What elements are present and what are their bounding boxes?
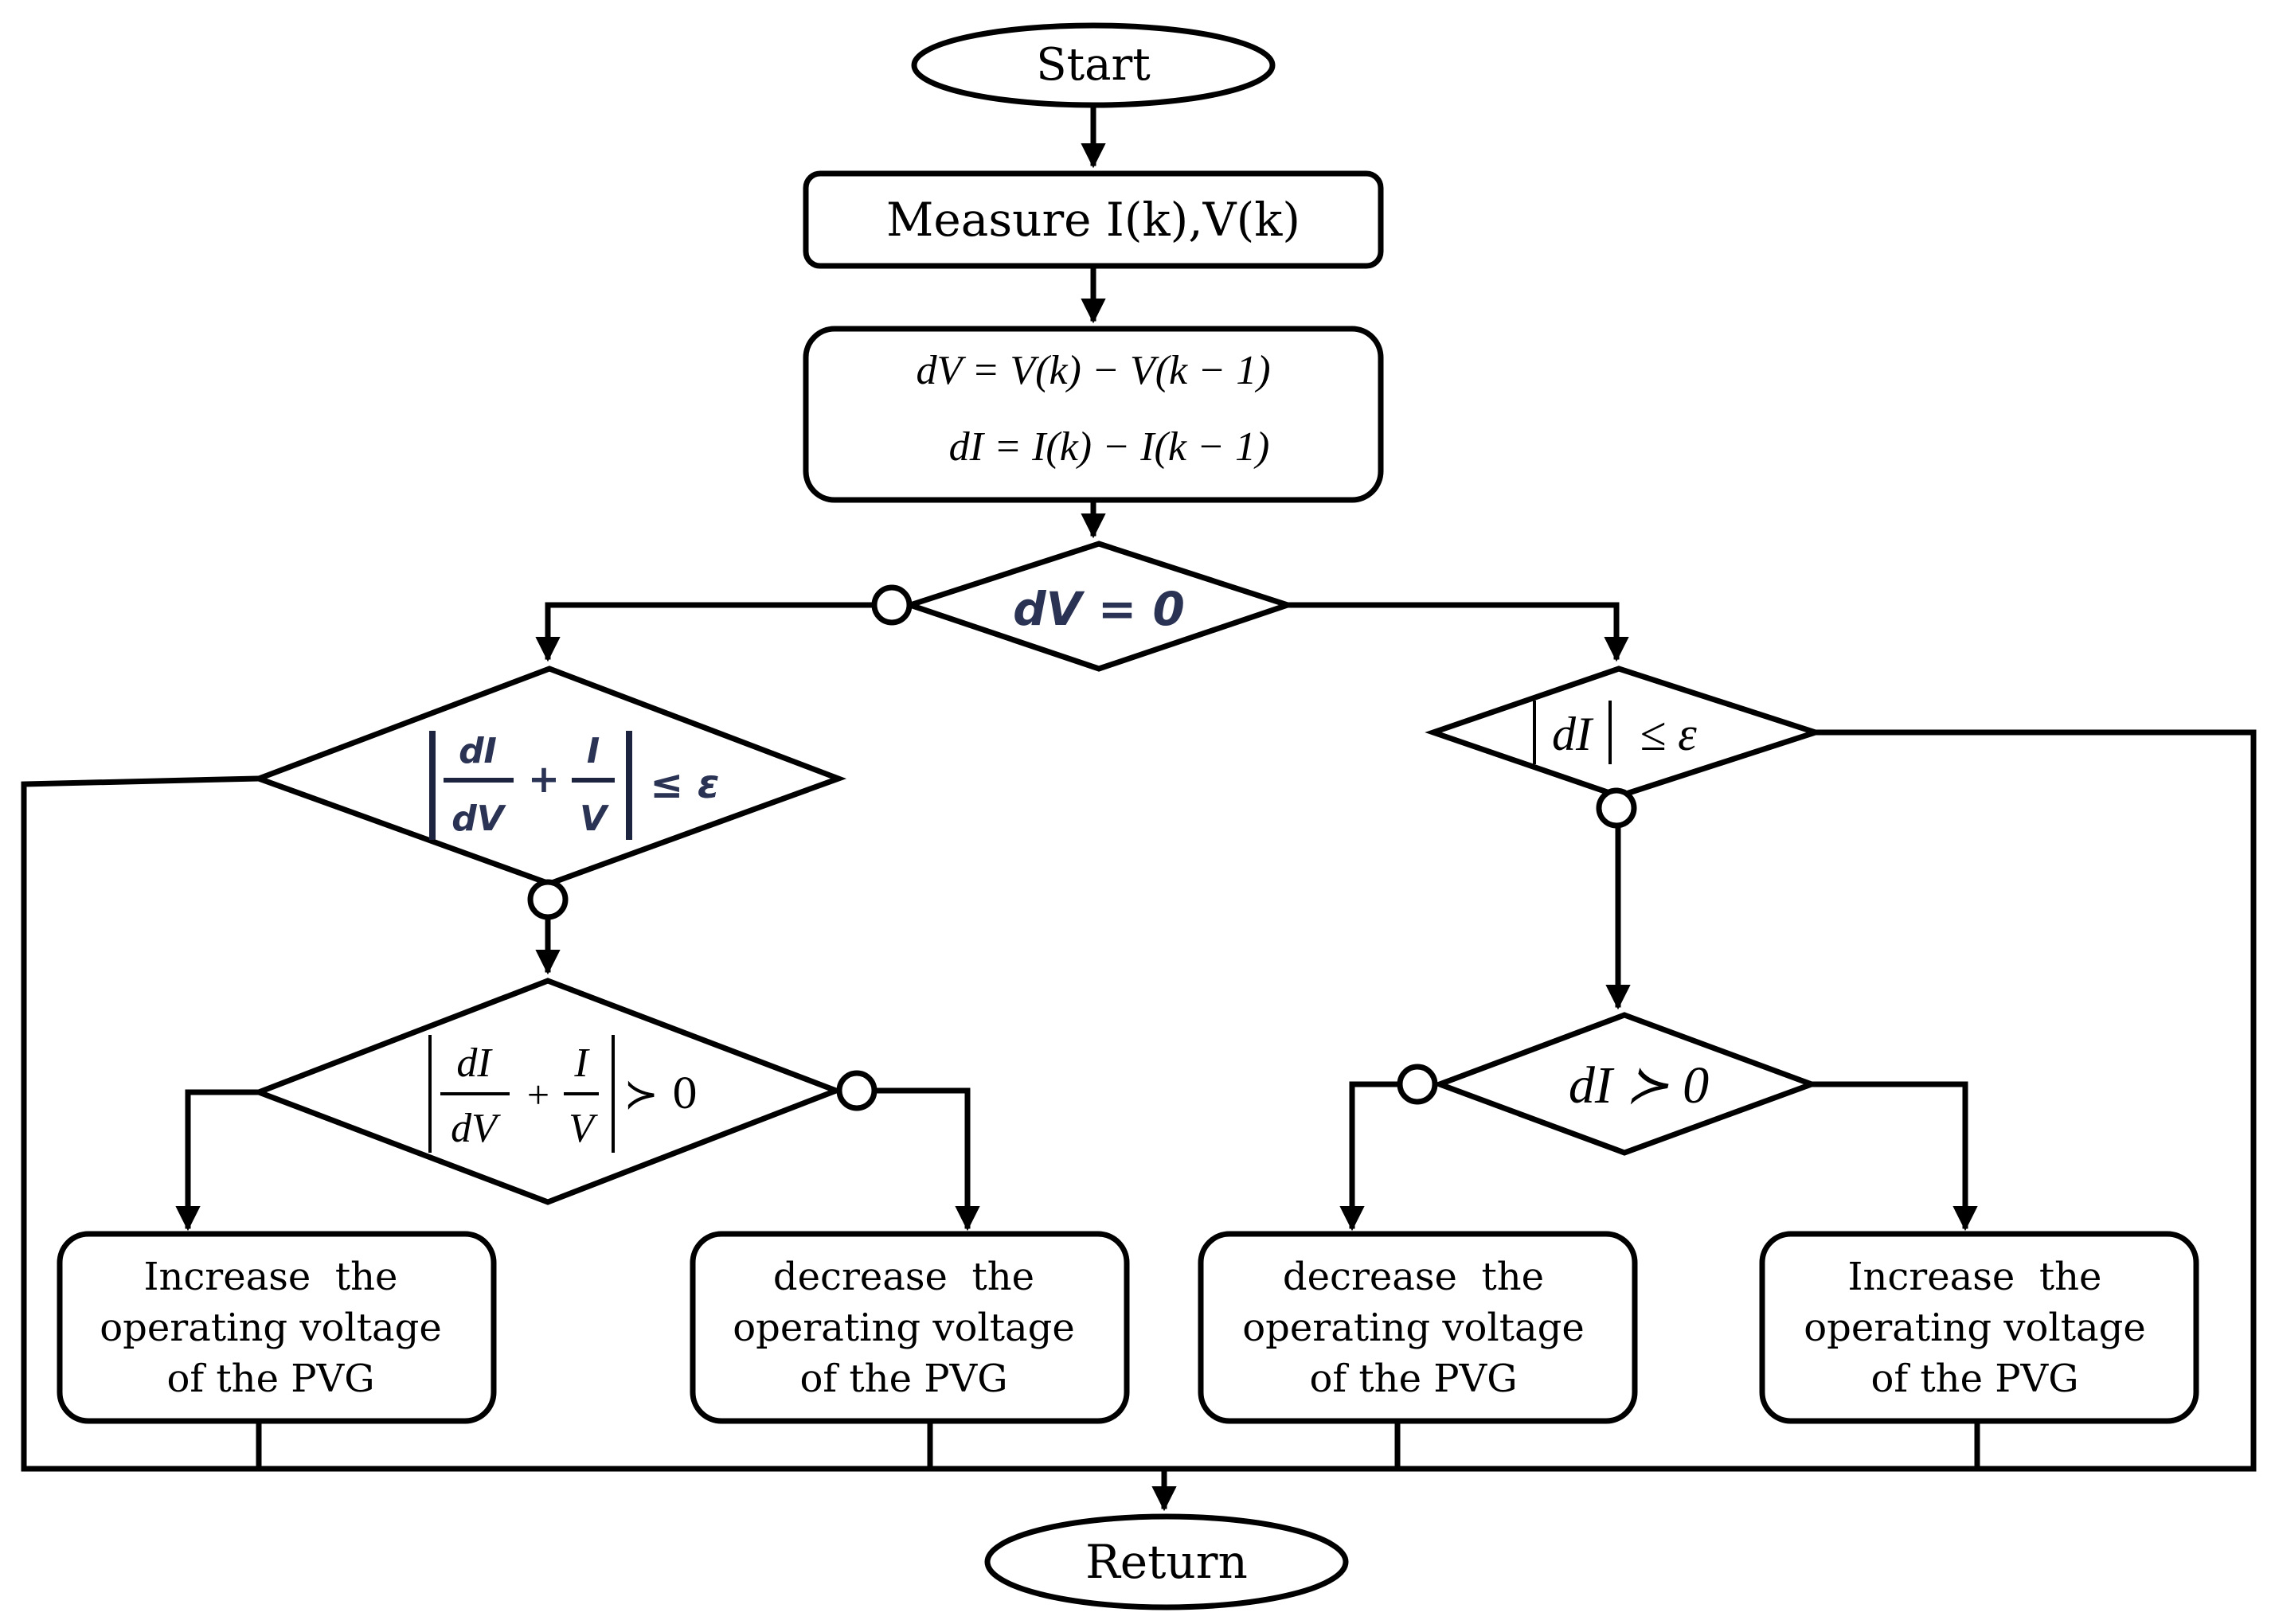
- box3-line1: decrease the: [1283, 1255, 1544, 1299]
- box2-line1: decrease the: [773, 1255, 1034, 1299]
- start-terminal: Start: [911, 22, 1276, 108]
- arrow-dv-zero-right: [1284, 602, 1629, 662]
- plus-sign: +: [528, 757, 560, 802]
- connector-dot-di-abs: [1596, 787, 1637, 829]
- line-di-abs-to-return: [1812, 729, 2257, 1472]
- inc-sign-rel: ≻ 0: [623, 1071, 698, 1118]
- di-sign-label: dI ≻ 0: [1569, 1056, 1709, 1115]
- decision-inc-cond-abs: dI dV + I V ≤ ε: [250, 666, 847, 920]
- measure-process: Measure I(k),V(k): [803, 170, 1384, 269]
- box2-line3: of the PVG: [799, 1357, 1007, 1401]
- box1-line1: Increase the: [144, 1255, 398, 1299]
- frac4-num: I: [573, 1040, 590, 1086]
- line-inc-cond-to-return: [21, 775, 262, 1472]
- box4-line3: of the PVG: [1870, 1357, 2078, 1401]
- arrow-to-box1: [175, 1089, 262, 1232]
- connector-dot-dv-zero: [871, 584, 913, 626]
- compute-process: dV = V(k) − V(k − 1) dI = I(k) − I(k − 1…: [803, 326, 1384, 503]
- box1-line3: of the PVG: [166, 1357, 374, 1401]
- box4-line2: operating voltage: [1804, 1306, 2146, 1350]
- compute-dv-label: dV = V(k) − V(k − 1): [916, 348, 1270, 393]
- arrow-dv-zero-left: [535, 602, 877, 662]
- action-box-2: decrease the operating voltage of the PV…: [690, 1231, 1130, 1424]
- measure-label: Measure I(k),V(k): [886, 193, 1300, 247]
- decision-di-abs: dI ≤ ε: [1425, 666, 1825, 829]
- frac2-num: I: [587, 731, 600, 771]
- arrow-to-box4: [1808, 1081, 1978, 1232]
- di-abs-rel: ≤ ε: [1640, 708, 1697, 760]
- connector-dot-di-sign: [1397, 1064, 1438, 1105]
- decision-di-sign: dI ≻ 0: [1397, 1012, 1820, 1156]
- box4-line1: Increase the: [1848, 1255, 2102, 1299]
- decision-inc-sign: dI dV + I V ≻ 0: [251, 978, 878, 1205]
- frac1-num: dI: [459, 731, 497, 771]
- frac2-den: V: [580, 798, 609, 839]
- frac3-den: dV: [451, 1106, 501, 1151]
- box3-line3: of the PVG: [1309, 1357, 1517, 1401]
- compute-di-label: dI = I(k) − I(k − 1): [949, 424, 1270, 470]
- action-box-4: Increase the operating voltage of the PV…: [1759, 1231, 2199, 1424]
- return-label: Return: [1085, 1535, 1248, 1589]
- connector-dot-inc-sign: [836, 1070, 878, 1111]
- action-box-1: Increase the operating voltage of the PV…: [57, 1231, 497, 1424]
- inc-cond-rel: ≤ ε: [650, 761, 719, 807]
- frac3-num: dI: [456, 1040, 493, 1086]
- box2-line2: operating voltage: [733, 1306, 1075, 1350]
- frac1-den: dV: [451, 798, 506, 839]
- box1-line2: operating voltage: [100, 1306, 442, 1350]
- plus-sign-2: +: [527, 1072, 549, 1117]
- di-abs-label: dI: [1552, 708, 1594, 760]
- arrow-to-box3: [1339, 1081, 1399, 1232]
- arrow-to-box2: [871, 1087, 980, 1232]
- action-box-3: decrease the operating voltage of the PV…: [1198, 1231, 1638, 1424]
- box3-line2: operating voltage: [1242, 1306, 1585, 1350]
- dv-zero-label: dV = 0: [1013, 582, 1185, 636]
- connector-dot-inc-cond: [527, 879, 569, 920]
- frac4-den: V: [569, 1106, 598, 1151]
- decision-dv-zero: dV = 0: [871, 541, 1297, 672]
- start-label: Start: [1036, 39, 1151, 91]
- return-terminal: Return: [984, 1513, 1349, 1610]
- connectors: [21, 102, 2257, 1512]
